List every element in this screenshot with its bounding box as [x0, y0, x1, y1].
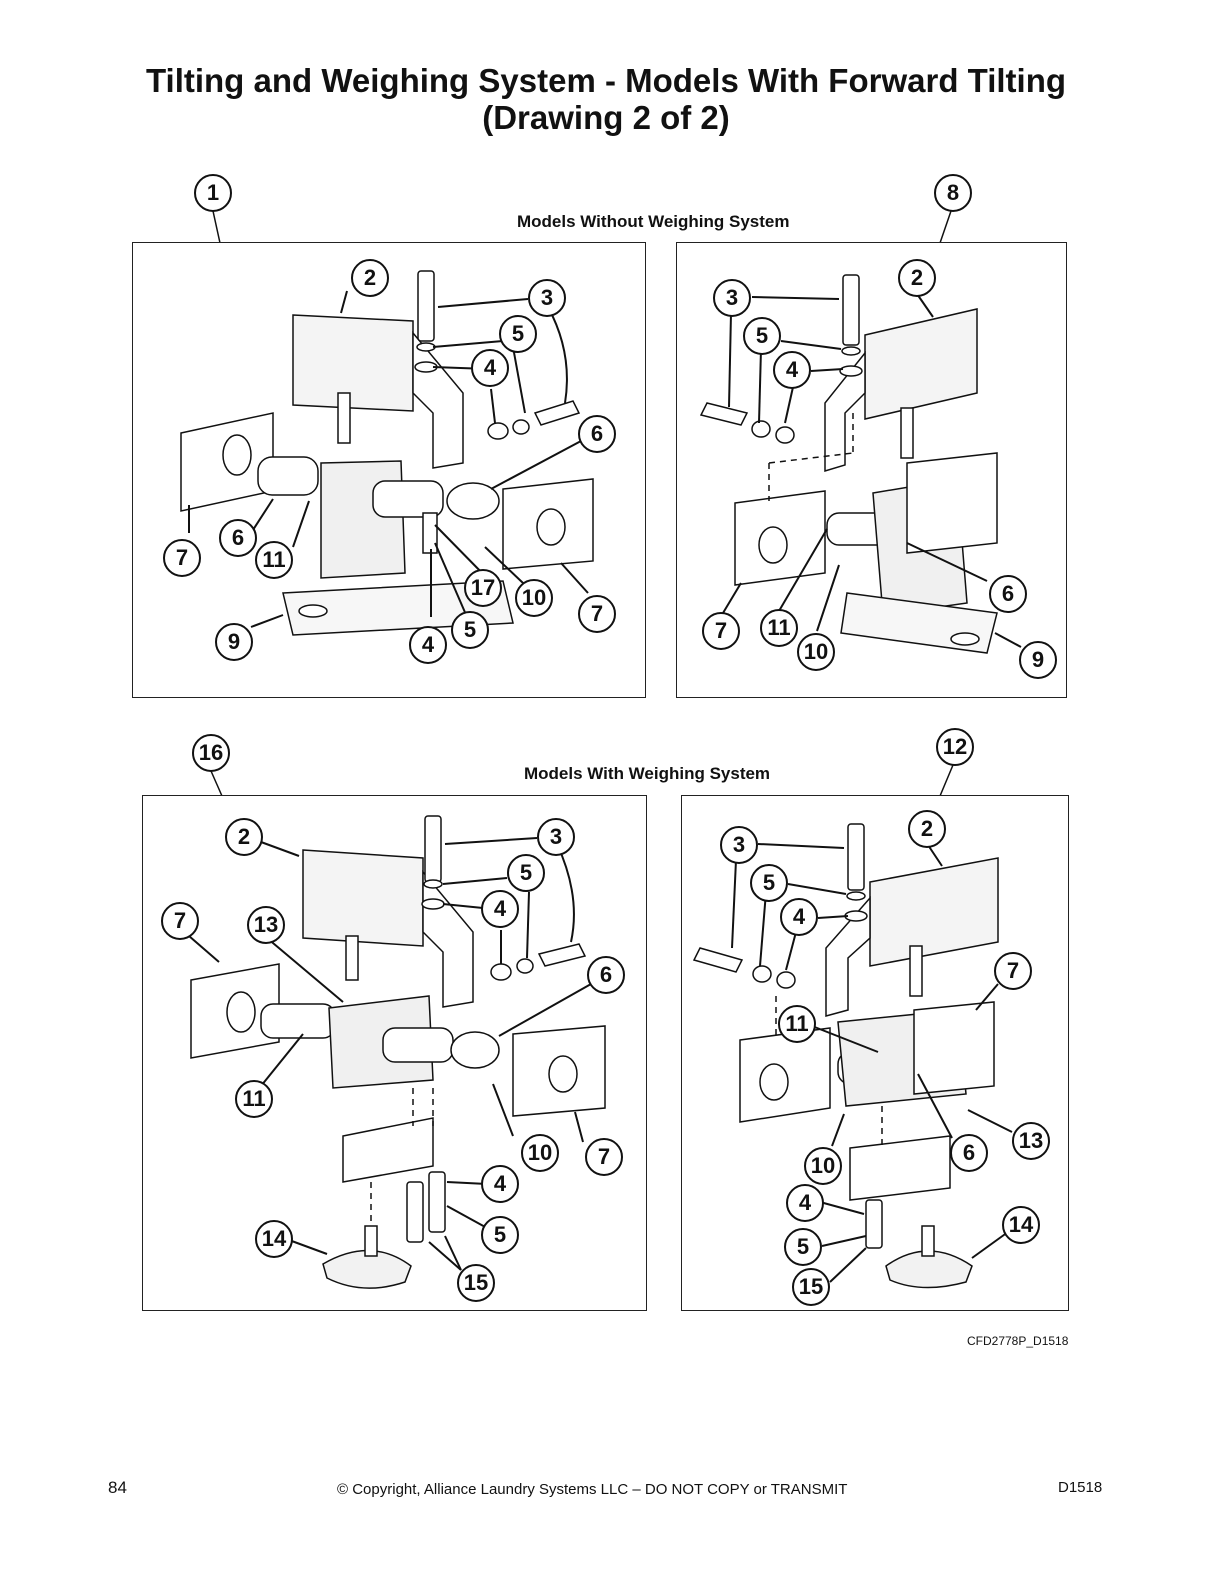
callout-p1-3: 4	[471, 349, 509, 387]
diagram-panel-3: 2 3 5 4 7 13 6 11 10 7 4 5 14 15	[142, 795, 647, 1311]
callout-p3-1: 3	[537, 818, 575, 856]
callout-p4-11: 15	[792, 1268, 830, 1306]
callout-p4-12: 14	[1002, 1206, 1040, 1244]
diagram-panel-1: 2 3 5 4 6 7 6 11 17 10 7 9 4 5	[132, 242, 646, 698]
callout-p2-2: 5	[743, 317, 781, 355]
document-code: D1518	[1058, 1479, 1103, 1496]
callout-p2-7: 6	[989, 575, 1027, 613]
callout-p3-4: 7	[161, 902, 199, 940]
callout-p3-7: 11	[235, 1080, 273, 1118]
callout-p1-5: 7	[163, 539, 201, 577]
callout-p4-10: 5	[784, 1228, 822, 1266]
callout-p2-3: 4	[773, 351, 811, 389]
callout-p2-4: 7	[702, 612, 740, 650]
callout-p2-6: 10	[797, 633, 835, 671]
exploded-drawing-4	[692, 823, 1013, 1289]
exploded-drawing-1	[180, 270, 594, 636]
diagram-panel-4: 3 2 5 4 7 11 13 6 10 4 5 15 14	[681, 795, 1069, 1311]
callout-p1-2: 5	[499, 315, 537, 353]
exploded-drawing-3	[188, 815, 606, 1289]
exploded-drawing-2	[699, 274, 1022, 654]
callout-p1-10: 7	[578, 595, 616, 633]
callout-p3-13: 15	[457, 1264, 495, 1302]
callout-p1-6: 6	[219, 519, 257, 557]
callout-p3-8: 10	[521, 1134, 559, 1172]
callout-p3-0: 2	[225, 818, 263, 856]
callout-p4-1: 2	[908, 810, 946, 848]
callout-p3-9: 7	[585, 1138, 623, 1176]
callout-p3-10: 4	[481, 1165, 519, 1203]
callout-p2-5: 11	[760, 609, 798, 647]
callout-p4-6: 13	[1012, 1122, 1050, 1160]
callout-p4-5: 11	[778, 1005, 816, 1043]
callout-p1-0: 2	[351, 259, 389, 297]
callout-p4-9: 4	[786, 1184, 824, 1222]
callout-p3-12: 14	[255, 1220, 293, 1258]
callout-p1-1: 3	[528, 279, 566, 317]
diagram-panel-2: 3 2 5 4 7 11 10 6 9 7	[676, 242, 1067, 698]
callout-p2-8: 9	[1019, 641, 1057, 679]
callout-p4-2: 5	[750, 864, 788, 902]
callout-p3-11: 5	[481, 1216, 519, 1254]
callout-p4-0: 3	[720, 826, 758, 864]
page-number: 84	[108, 1478, 127, 1497]
copyright-notice: © Copyright, Alliance Laundry Systems LL…	[337, 1481, 848, 1498]
callout-p1-11: 9	[215, 623, 253, 661]
callout-p1-7: 11	[255, 541, 293, 579]
callout-p3-3: 4	[481, 890, 519, 928]
drawing-code: CFD2778P_D1518	[967, 1334, 1069, 1348]
page-title: Tilting and Weighing System - Models Wit…	[0, 62, 1212, 136]
section-heading-without-weighing: Models Without Weighing System	[517, 212, 790, 231]
callout-p3-2: 5	[507, 854, 545, 892]
callout-p4-3: 4	[780, 898, 818, 936]
callout-p1-13: 5	[451, 611, 489, 649]
title-line-1: Tilting and Weighing System - Models Wit…	[145, 62, 1067, 99]
callout-p1-4: 6	[578, 415, 616, 453]
callout-p1-8: 17	[464, 569, 502, 607]
section-heading-with-weighing: Models With Weighing System	[524, 764, 771, 783]
callout-outer-b: 8	[934, 174, 972, 212]
outer-leader-lines	[210, 210, 954, 797]
callout-p2-0: 3	[713, 279, 751, 317]
callout-outer-d: 12	[936, 728, 974, 766]
callout-p3-5: 13	[247, 906, 285, 944]
callout-p3-6: 6	[587, 956, 625, 994]
callout-p4-4: 7	[994, 952, 1032, 990]
callout-p1-12: 4	[409, 626, 447, 664]
callout-p4-7: 6	[950, 1134, 988, 1172]
callout-p4-8: 10	[804, 1147, 842, 1185]
title-line-2: (Drawing 2 of 2)	[482, 99, 730, 136]
callout-p2-1: 2	[898, 259, 936, 297]
callout-p1-9: 10	[515, 579, 553, 617]
